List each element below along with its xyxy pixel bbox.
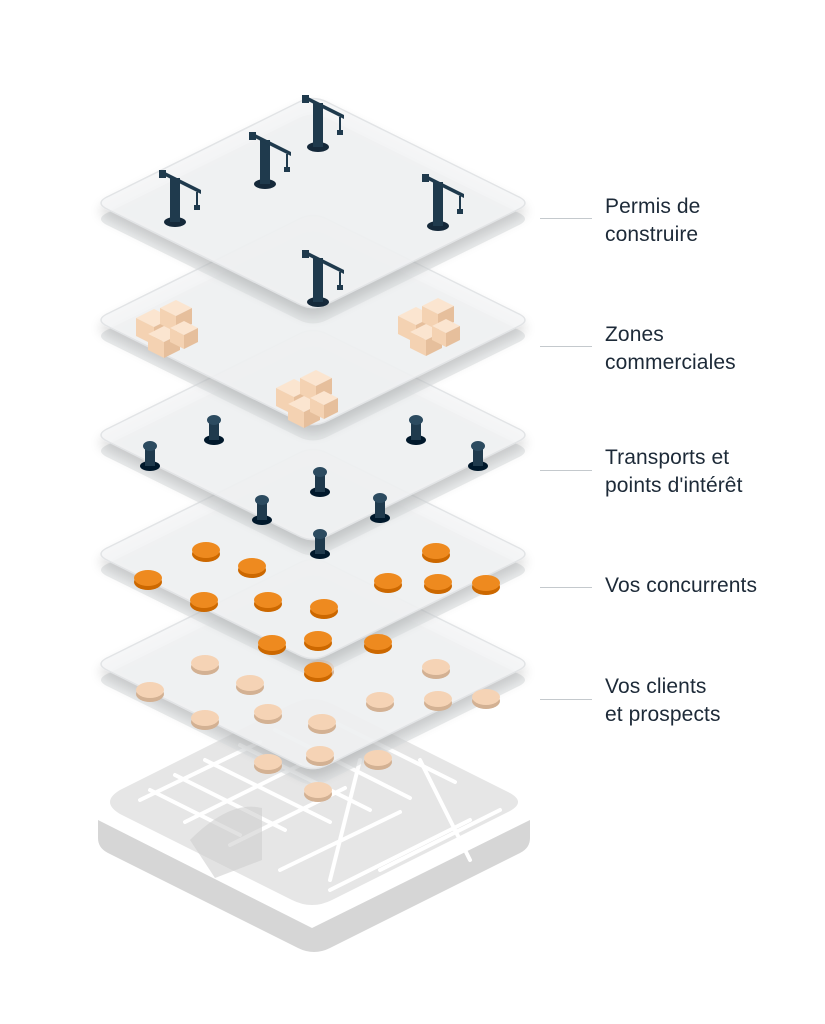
peach-dot-icon (424, 691, 452, 711)
leader-line-clients (540, 699, 592, 700)
peach-dot-icon (308, 714, 336, 734)
label-line: et prospects (605, 703, 721, 726)
label-line: Transports et (605, 446, 730, 469)
orange-dot-icon (304, 662, 332, 682)
label-line: commerciales (605, 351, 736, 374)
orange-dot-icon (304, 631, 332, 651)
label-line: Vos clients (605, 675, 707, 698)
map-pin-icon (406, 415, 426, 445)
peach-dot-icon (254, 704, 282, 724)
building-block (310, 391, 338, 419)
orange-dot-icon (422, 543, 450, 563)
layer-label-permits: Permis de construire (605, 193, 700, 249)
peach-dot-icon (191, 710, 219, 730)
peach-dot-icon (472, 689, 500, 709)
peach-dot-icon (136, 682, 164, 702)
peach-dot-icon (191, 655, 219, 675)
peach-dot-icon (306, 746, 334, 766)
orange-dot-icon (258, 635, 286, 655)
building-block (170, 321, 198, 349)
leader-line-transport (540, 470, 592, 471)
layer-label-clients: Vos clients et prospects (605, 673, 721, 729)
layer-building-permits (100, 95, 526, 324)
orange-dot-icon (424, 574, 452, 594)
label-line: Vos concurrents (605, 574, 758, 597)
base-map-shade (190, 806, 262, 878)
construction-crane-icon (302, 95, 344, 152)
peach-dot-icon (304, 782, 332, 802)
construction-crane-icon (249, 132, 291, 189)
base-map-side (98, 820, 530, 952)
layer-stack (100, 95, 526, 802)
leader-line-competitors (540, 587, 592, 588)
orange-dot-icon (374, 573, 402, 593)
layer-label-commercial: Zones commerciales (605, 321, 736, 377)
map-pin-icon (370, 493, 390, 523)
layer-label-competitors: Vos concurrents (605, 572, 757, 600)
peach-dot-icon (364, 750, 392, 770)
label-line: construire (605, 223, 699, 246)
orange-dot-icon (364, 634, 392, 654)
peach-dot-icon (422, 659, 450, 679)
label-line: points d'intérêt (605, 474, 743, 497)
peach-dot-icon (366, 692, 394, 712)
building-blocks-icon (398, 298, 460, 356)
leader-line-commercial (540, 346, 592, 347)
map-pin-icon (310, 529, 330, 559)
orange-dot-icon (238, 558, 266, 578)
leader-line-permits (540, 218, 592, 219)
orange-dot-icon (192, 542, 220, 562)
layer-label-transport: Transports et points d'intérêt (605, 444, 743, 500)
map-pin-icon (310, 467, 330, 497)
map-pin-icon (204, 415, 224, 445)
label-line: Zones (605, 323, 664, 346)
construction-crane-icon (159, 170, 201, 227)
construction-crane-icon (422, 174, 464, 231)
construction-crane-icon (302, 250, 344, 307)
building-blocks-icon (276, 370, 338, 428)
map-pin-icon (140, 441, 160, 471)
orange-dot-icon (254, 592, 282, 612)
map-pin-icon (468, 441, 488, 471)
building-block (432, 319, 460, 347)
orange-dot-icon (310, 599, 338, 619)
peach-dot-icon (254, 754, 282, 774)
label-line: Permis de (605, 195, 701, 218)
orange-dot-icon (190, 592, 218, 612)
map-pin-icon (252, 495, 272, 525)
building-blocks-icon (136, 300, 198, 358)
orange-dot-icon (472, 575, 500, 595)
peach-dot-icon (236, 675, 264, 695)
orange-dot-icon (134, 570, 162, 590)
